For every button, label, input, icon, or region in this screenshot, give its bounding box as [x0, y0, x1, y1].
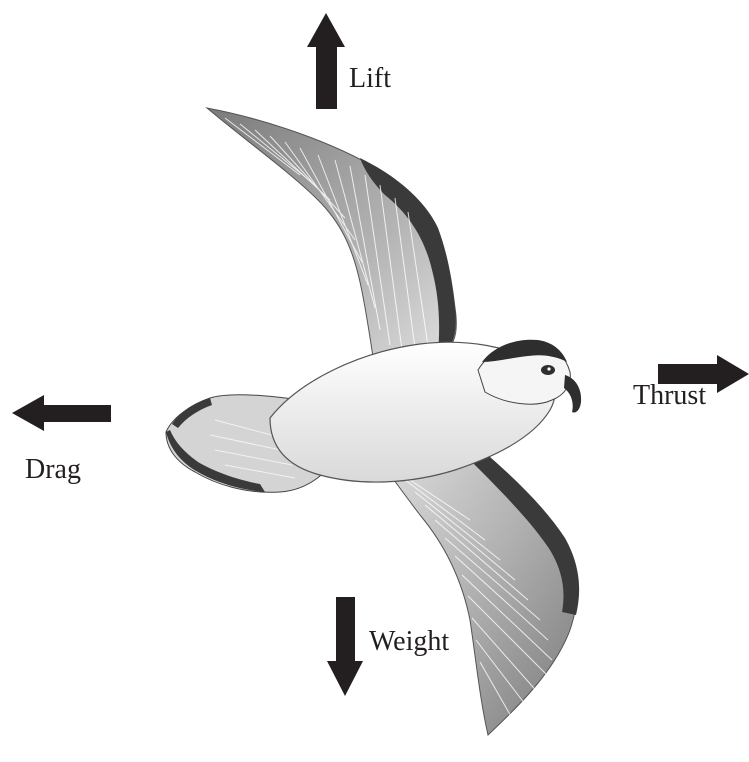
lower-wing — [380, 440, 579, 735]
drag-label: Drag — [25, 456, 81, 484]
drag-arrow — [12, 395, 111, 431]
lift-label: Lift — [349, 65, 391, 93]
weight-arrow — [327, 597, 363, 696]
weight-label: Weight — [369, 628, 449, 656]
thrust-label: Thrust — [633, 382, 706, 410]
lift-arrow — [307, 13, 345, 109]
